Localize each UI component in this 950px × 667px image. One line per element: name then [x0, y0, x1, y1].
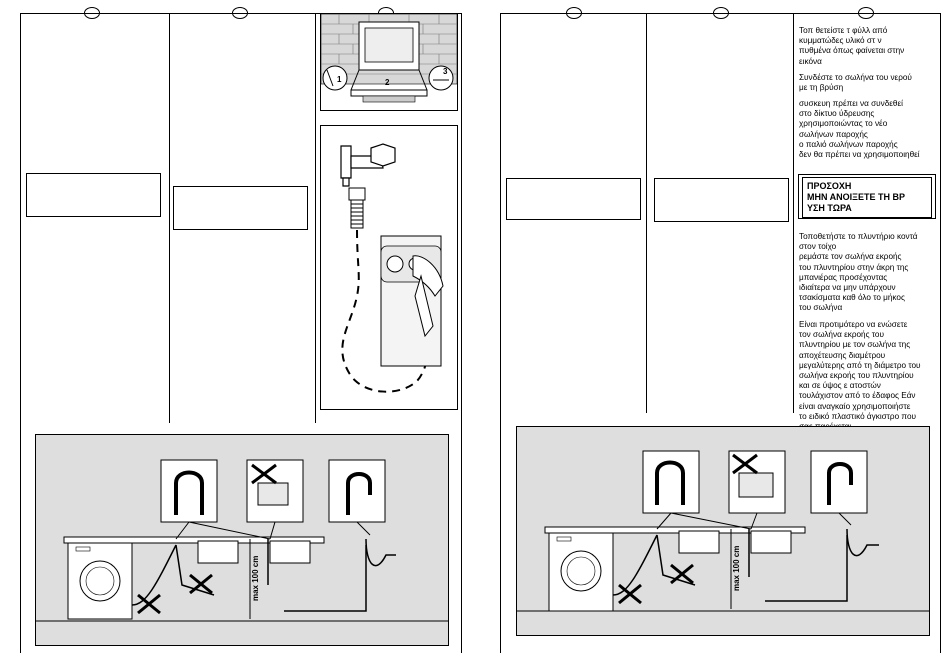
svg-text:2: 2	[385, 78, 390, 87]
warning-box-empty	[506, 178, 641, 220]
column-divider	[461, 13, 462, 653]
max-height-label: max 100 cm	[732, 546, 741, 591]
text-panel-instruction: Τοπ θετείστε τ φύλλ από κυμματώδες υλικό…	[799, 26, 905, 66]
svg-text:3: 3	[443, 67, 448, 76]
drain-diagram-left: max 100 cm	[35, 434, 449, 646]
drain-diagram-right: max 100 cm	[516, 426, 930, 636]
column-divider	[793, 13, 794, 413]
column-divider	[646, 13, 647, 413]
column-divider	[940, 13, 941, 653]
warning-title: ΠΡΟΣΟΧΗ	[807, 181, 852, 191]
figure-base-panel: 2 1 3	[320, 13, 458, 111]
warning-box-empty	[173, 186, 308, 230]
column-divider	[315, 13, 316, 423]
figure-inlet-hose	[320, 125, 458, 410]
language-flag-circle	[84, 7, 100, 19]
text-drain-connection: Είναι προτιμότερο να ενώσετε τον σωλήνα …	[799, 320, 921, 431]
svg-text:1: 1	[337, 75, 342, 84]
warning-text: ΥΣΗ ΤΩΡΑ	[807, 203, 852, 213]
column-divider	[500, 13, 501, 653]
max-height-label: max 100 cm	[251, 556, 260, 601]
warning-text: ΜΗΝ ΑΝΟΙΞΕΤΕ ΤΗ ΒΡ	[807, 192, 905, 202]
language-flag-circle	[566, 7, 582, 19]
warning-box: ΠΡΟΣΟΧΗ ΜΗΝ ΑΝΟΙΞΕΤΕ ΤΗ ΒΡ ΥΣΗ ΤΩΡΑ	[798, 174, 936, 219]
column-divider	[169, 13, 170, 423]
text-position-machine: Τοποθετήστε το πλυντήριο κοντά στον τοίχ…	[799, 232, 918, 313]
warning-box-empty	[654, 178, 789, 222]
text-connect-hose: Συνδέστε το σωλήνα του νερού με τη βρύση	[799, 73, 912, 93]
language-flag-circle	[232, 7, 248, 19]
text-new-hose: συσκευη πρέπει να συνδεθεί στο δίκτυο ύδ…	[799, 99, 920, 160]
column-divider	[20, 13, 21, 653]
language-flag-circle	[858, 7, 874, 19]
language-flag-circle	[713, 7, 729, 19]
warning-box-empty	[26, 173, 161, 217]
